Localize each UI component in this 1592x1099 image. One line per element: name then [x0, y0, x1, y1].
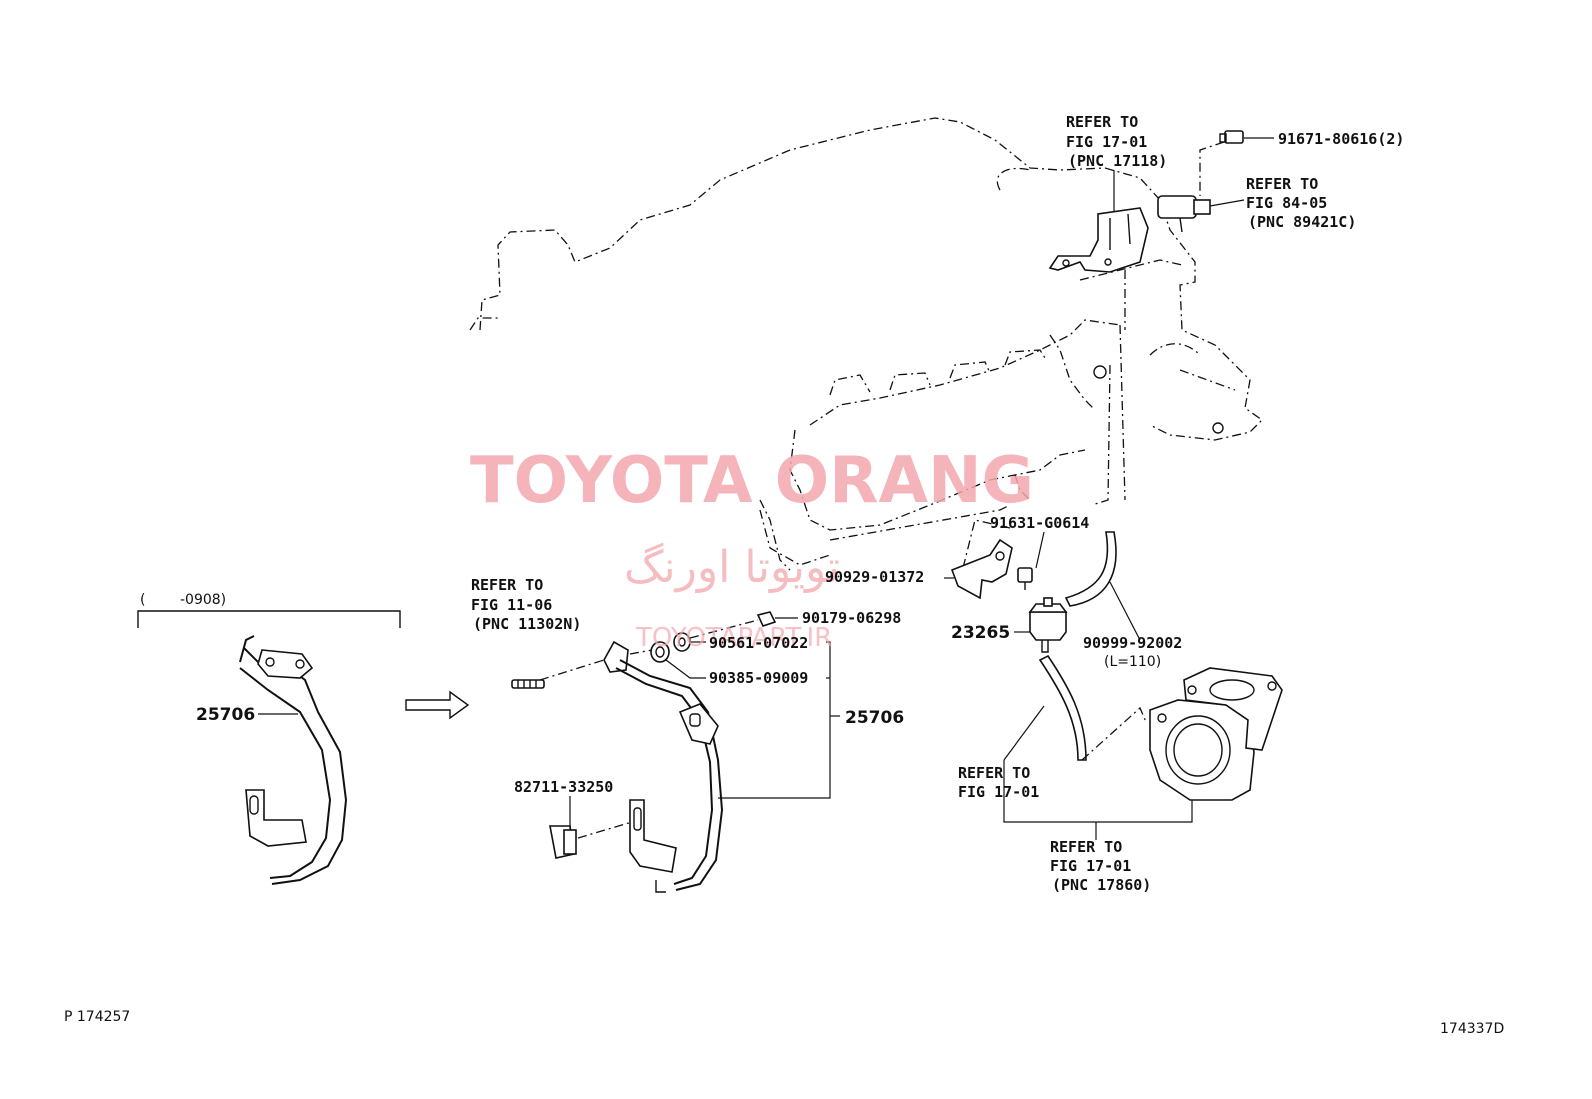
engine-outline [469, 117, 1264, 581]
refer-1701-line1: REFER TO [958, 764, 1030, 782]
range-end: -0908) [180, 592, 226, 608]
watermark: TOYOTA ORANG تویوتا اورنگ TOYOTAPART.IR [470, 444, 1034, 653]
arrow-icon [405, 690, 470, 720]
vsv-bracket [950, 538, 1033, 600]
refer-17118-line1: REFER TO [1066, 113, 1138, 131]
figure-code: 174337D [1440, 1021, 1504, 1037]
watermark-url: TOYOTAPART.IR [635, 623, 832, 653]
throttle-body [1149, 667, 1283, 801]
part-90179: 90179-06298 [802, 609, 901, 627]
part-91631: 91631-G0614 [990, 514, 1089, 532]
part-90561: 90561-07022 [709, 634, 808, 652]
range-open: ( [140, 592, 145, 608]
washers [650, 611, 777, 663]
refer-17118-line2: FIG 17-01 [1066, 133, 1147, 151]
intake-bracket [1048, 207, 1149, 273]
illustration-code: P 174257 [64, 1009, 130, 1025]
watermark-brand-fa: تویوتا اورنگ [624, 542, 840, 593]
refer-17860-line1: REFER TO [1050, 838, 1122, 856]
refer-89421-line1: REFER TO [1246, 175, 1318, 193]
pressure-sensor [1157, 130, 1244, 233]
part-25706-right: 25706 [845, 708, 904, 728]
refer-11302-line2: FIG 11-06 [471, 596, 552, 614]
refer-89421-line3: (PNC 89421C) [1248, 213, 1356, 231]
stud-bolt [511, 679, 545, 689]
hose-length: (L=110) [1104, 654, 1161, 670]
refer-17860-line3: (PNC 17860) [1052, 876, 1151, 894]
refer-11302-line3: (PNC 11302N) [473, 615, 581, 633]
refer-17118-line3: (PNC 17118) [1068, 152, 1167, 170]
pipe-left [239, 635, 348, 885]
watermark-brand: TOYOTA ORANG [470, 444, 1034, 518]
part-82711: 82711-33250 [514, 778, 613, 796]
part-25706-left: 25706 [196, 705, 255, 725]
hoses [1038, 531, 1117, 761]
part-90999: 90999-92002 [1083, 634, 1182, 652]
vsv-23265 [1028, 597, 1068, 653]
leader-lines [258, 137, 1274, 840]
refer-11302-line1: REFER TO [471, 576, 543, 594]
refer-1701-line2: FIG 17-01 [958, 783, 1039, 801]
part-90385: 90385-09009 [709, 669, 808, 687]
part-23265: 23265 [951, 623, 1010, 643]
refer-89421-line2: FIG 84-05 [1246, 194, 1327, 212]
labels: REFER TO FIG 17-01 (PNC 17118) 91671-806… [64, 113, 1504, 1037]
refer-17860-line2: FIG 17-01 [1050, 857, 1131, 875]
part-91671: 91671-80616(2) [1278, 130, 1404, 148]
range-bracket [137, 610, 401, 628]
pipe-middle [603, 640, 724, 893]
clip-82711 [549, 825, 577, 859]
part-90929: 90929-01372 [825, 568, 924, 586]
